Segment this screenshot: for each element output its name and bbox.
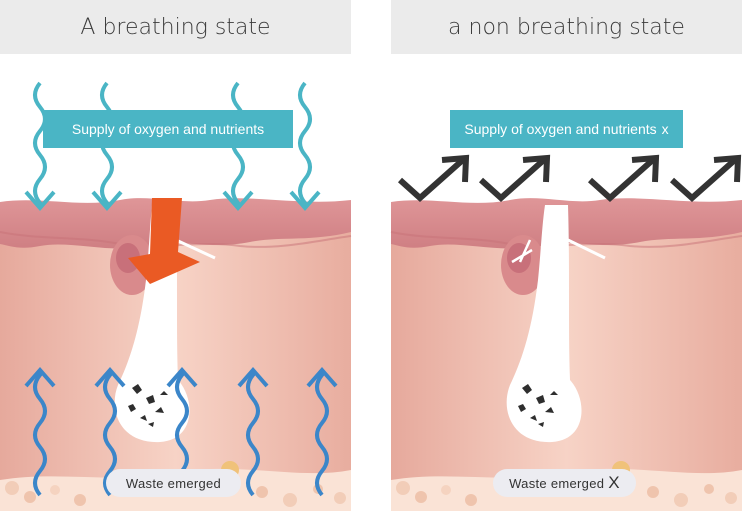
left-waste-text: Waste emerged [125,475,222,491]
left-supply-label: Supply of oxygen and nutrients [71,121,265,137]
left-follicle-debris [128,384,168,427]
right-waste-mark: X [608,473,620,492]
left-skin-cross-section [0,81,352,511]
right-supply-banner: Supply of oxygen and nutrients x [450,110,683,148]
right-blocked-arrows [397,154,742,203]
right-supply-mark: x [661,121,669,137]
right-follicle-debris [518,384,558,427]
right-panel-title: a non breathing state [391,0,742,54]
right-waste-label: Waste emerged X [493,469,636,497]
left-panel-title: A breathing state [0,0,351,54]
left-waste-label: Waste emerged [106,469,241,497]
left-orange-arrow [128,198,200,284]
left-supply-banner: Supply of oxygen and nutrients [43,110,293,148]
right-supply-label: Supply of oxygen and nutrients [464,121,657,137]
right-waste-text: Waste emerged [509,475,605,491]
left-oxygen-arrows [24,81,321,212]
right-skin-cross-section [390,154,742,511]
